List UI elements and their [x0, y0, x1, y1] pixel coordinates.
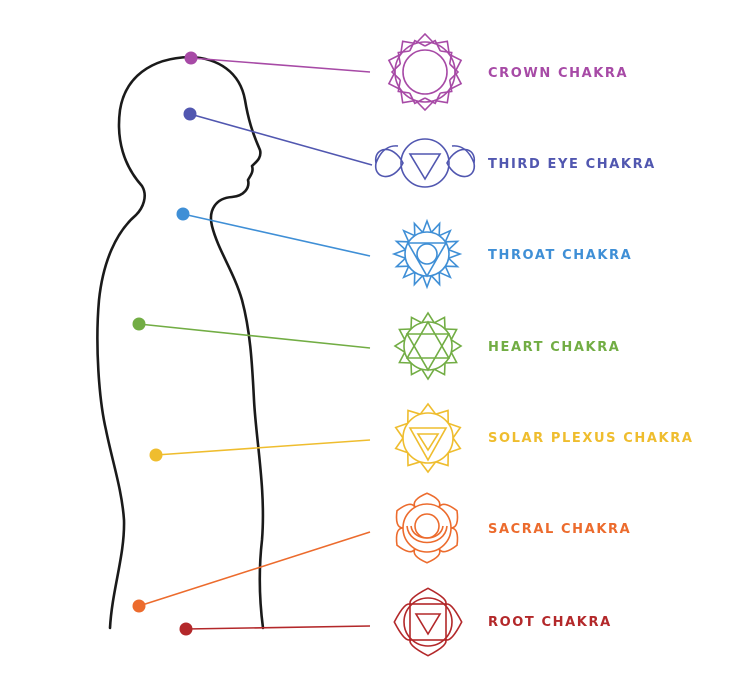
root-chakra-symbol	[394, 588, 461, 655]
chakra-point-solar-plexus	[150, 449, 163, 462]
sacral-chakra-symbol	[397, 493, 458, 562]
crown-chakra-symbol	[389, 34, 461, 110]
connector-line-third-eye	[190, 114, 372, 165]
petal	[423, 221, 432, 232]
petal	[394, 250, 405, 259]
chakra-point-crown	[185, 52, 198, 65]
body-outline-front	[190, 57, 263, 628]
petal	[449, 250, 460, 259]
chakra-point-throat	[177, 208, 190, 221]
connector-lines	[133, 52, 373, 636]
heart-chakra-symbol	[395, 313, 461, 379]
chakra-point-root	[180, 623, 193, 636]
label-solar-plexus-chakra: SOLAR PLEXUS CHAKRA	[488, 431, 693, 446]
body-outline-back	[97, 57, 190, 628]
label-sacral-chakra: SACRAL CHAKRA	[488, 522, 631, 537]
connector-line-root	[186, 626, 370, 629]
chakra-labels: CROWN CHAKRA THIRD EYE CHAKRA THROAT CHA…	[488, 66, 693, 630]
chakra-point-third-eye	[184, 108, 197, 121]
human-silhouette	[97, 57, 263, 628]
chakra-symbols	[376, 34, 475, 656]
label-third-eye-chakra: THIRD EYE CHAKRA	[488, 157, 656, 172]
throat-chakra-symbol	[394, 221, 460, 287]
chakra-point-sacral	[133, 600, 146, 613]
solar-plexus-chakra-symbol	[396, 404, 461, 472]
third-eye-chakra-symbol	[376, 139, 475, 187]
label-root-chakra: ROOT CHAKRA	[488, 615, 612, 630]
connector-line-sacral	[139, 532, 370, 606]
label-crown-chakra: CROWN CHAKRA	[488, 66, 628, 81]
label-throat-chakra: THROAT CHAKRA	[488, 248, 632, 263]
chakra-point-heart	[133, 318, 146, 331]
connector-line-throat	[183, 214, 370, 256]
connector-line-solar-plexus	[156, 440, 370, 455]
connector-line-heart	[139, 324, 370, 348]
connector-line-crown	[191, 58, 370, 72]
label-heart-chakra: HEART CHAKRA	[488, 340, 620, 355]
